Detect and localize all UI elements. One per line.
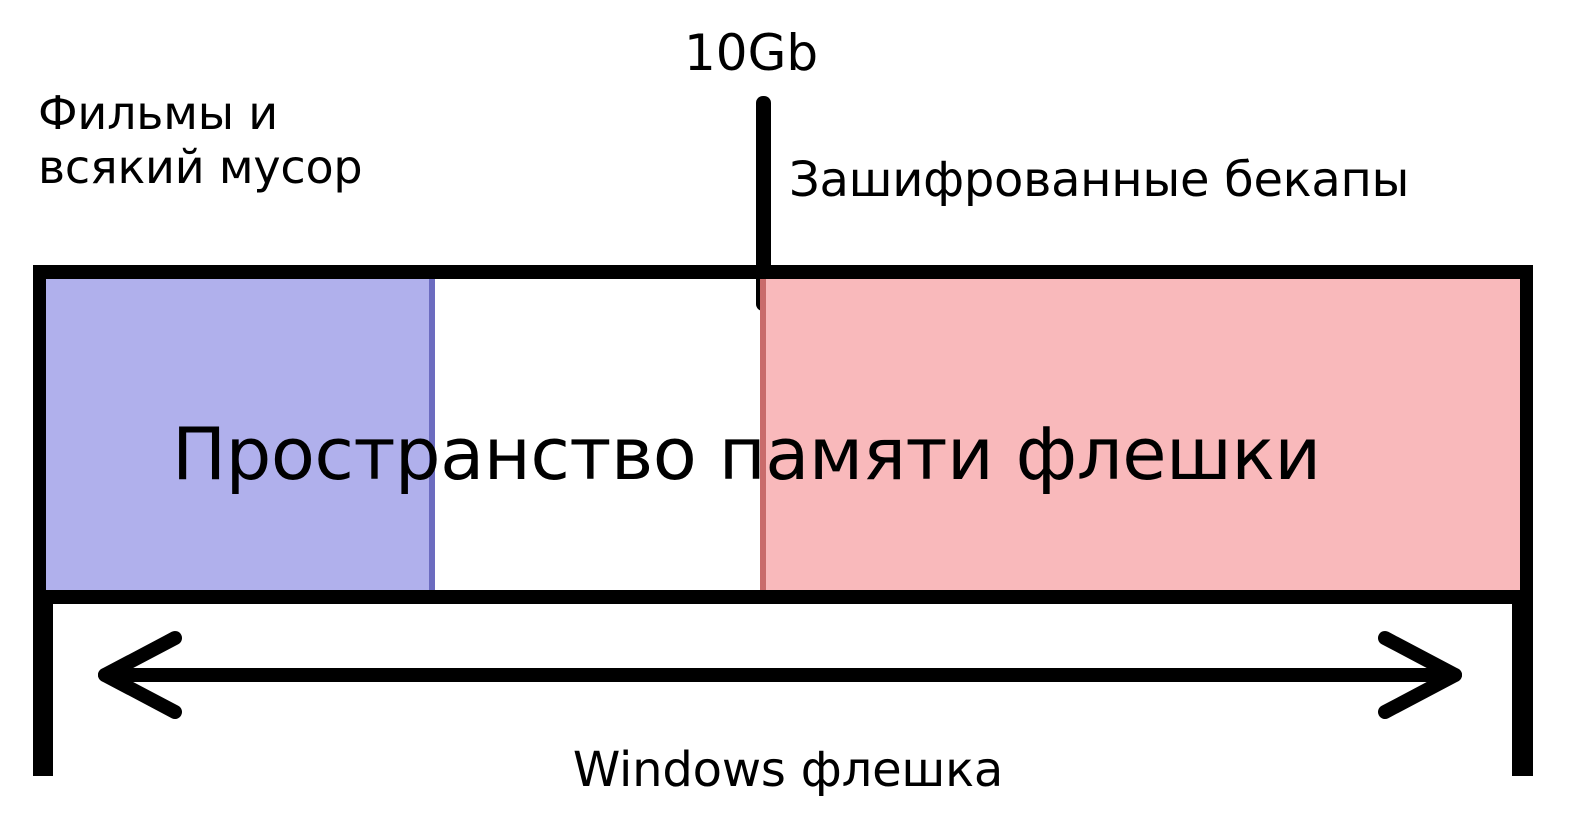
bottom-caption: Windows флешка: [572, 742, 1004, 798]
left-annotation-line-2: всякий мусор: [38, 140, 363, 195]
capacity-tick-label: 10Gb: [684, 24, 819, 82]
measure-cap-right: [1512, 602, 1533, 776]
segment-movies-and-junk: [33, 266, 435, 602]
drive-frame-bottom-edge: [33, 590, 1533, 604]
segment-encrypted-backups: [760, 266, 1529, 602]
drive-frame-top-edge: [33, 265, 1533, 279]
measure-cap-left: [33, 602, 53, 776]
right-annotation-label: Зашифрованные бекапы: [789, 152, 1410, 208]
left-annotation-line-1: Фильмы и: [38, 86, 278, 140]
capacity-tick-marker: [756, 96, 771, 311]
double-headed-arrow-icon: [98, 631, 1462, 719]
drive-frame-right-edge: [1520, 265, 1533, 604]
drive-frame-left-edge: [33, 265, 46, 604]
